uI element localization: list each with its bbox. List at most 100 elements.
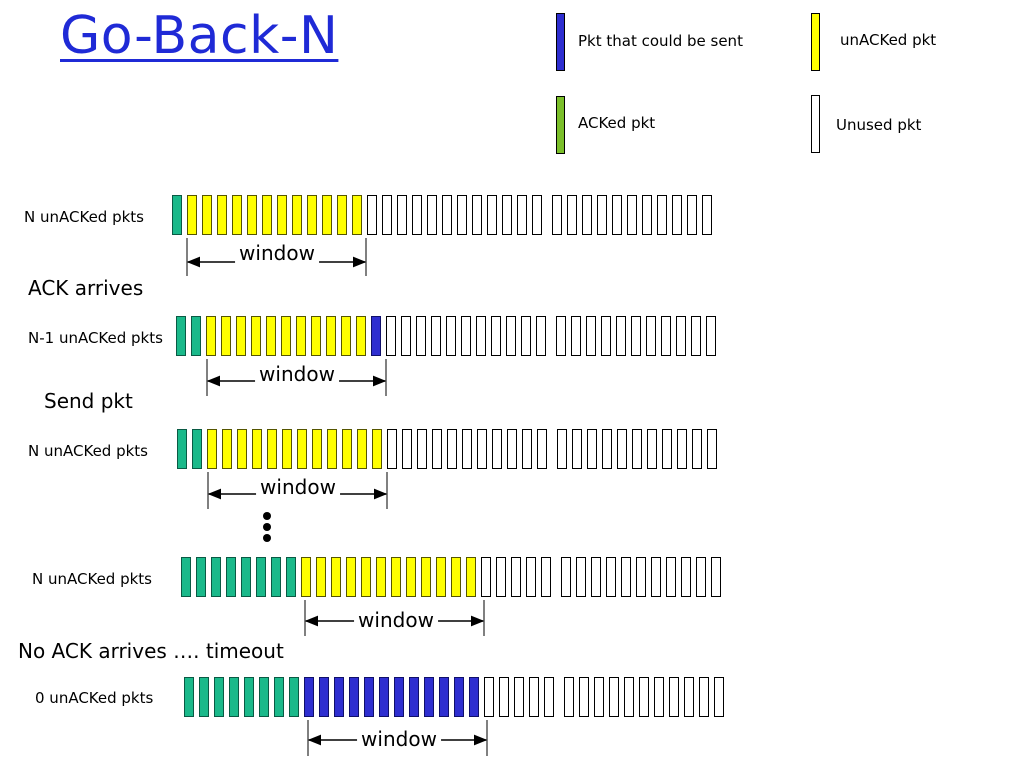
unused-packet (481, 557, 491, 597)
unused-packet (594, 677, 604, 717)
sendable-packet (319, 677, 329, 717)
row-label-5: 0 unACKed pkts (35, 689, 154, 707)
unused-packet (402, 429, 412, 469)
legend-label-unused: Unused pkt (836, 116, 922, 134)
unacked-packet (301, 557, 311, 597)
acked-packet (226, 557, 236, 597)
unacked-packet (282, 429, 292, 469)
unused-packet (597, 195, 607, 235)
unused-packet (432, 429, 442, 469)
unused-packet (666, 557, 676, 597)
unused-packet (532, 195, 542, 235)
caption-timeout: No ACK arrives …. timeout (18, 639, 284, 663)
unused-packet (699, 677, 709, 717)
acked-packet (259, 677, 269, 717)
unacked-packet (262, 195, 272, 235)
window-label-1: window (235, 241, 319, 265)
legend-swatch-sendable (556, 13, 565, 71)
row-label-3: N unACKed pkts (28, 442, 148, 460)
unused-packet (507, 429, 517, 469)
unacked-packet (357, 429, 367, 469)
unused-packet (661, 316, 671, 356)
unused-packet (417, 429, 427, 469)
unused-packet (669, 677, 679, 717)
caption-ack-arrives: ACK arrives (28, 276, 144, 300)
unused-packet (627, 195, 637, 235)
unused-packet (684, 677, 694, 717)
unused-packet (624, 677, 634, 717)
ellipsis-icon (263, 512, 271, 545)
acked-packet (191, 316, 201, 356)
unacked-packet (361, 557, 371, 597)
unused-packet (427, 195, 437, 235)
unacked-packet (391, 557, 401, 597)
acked-packet (214, 677, 224, 717)
acked-packet (172, 195, 182, 235)
unacked-packet (236, 316, 246, 356)
unused-packet (646, 316, 656, 356)
unacked-packet (202, 195, 212, 235)
unused-packet (606, 557, 616, 597)
sendable-packet (394, 677, 404, 717)
unacked-packet (281, 316, 291, 356)
unacked-packet (252, 429, 262, 469)
unused-packet (557, 429, 567, 469)
unused-packet (602, 429, 612, 469)
unused-packet (654, 677, 664, 717)
unacked-packet (292, 195, 302, 235)
unused-packet (506, 316, 516, 356)
unused-packet (621, 557, 631, 597)
window-label-4: window (354, 608, 438, 632)
unused-packet (517, 195, 527, 235)
legend-swatch-unacked (811, 13, 820, 71)
acked-packet (181, 557, 191, 597)
unused-packet (707, 429, 717, 469)
unacked-packet (346, 557, 356, 597)
acked-packet (274, 677, 284, 717)
unacked-packet (322, 195, 332, 235)
unacked-packet (436, 557, 446, 597)
acked-packet (286, 557, 296, 597)
unused-packet (442, 195, 452, 235)
acked-packet (177, 429, 187, 469)
window-label-3: window (256, 475, 340, 499)
unacked-packet (311, 316, 321, 356)
unacked-packet (297, 429, 307, 469)
unused-packet (609, 677, 619, 717)
unused-packet (386, 316, 396, 356)
unused-packet (461, 316, 471, 356)
unused-packet (601, 316, 611, 356)
legend-label-sendable: Pkt that could be sent (578, 32, 743, 50)
unused-packet (496, 557, 506, 597)
unused-packet (657, 195, 667, 235)
unused-packet (529, 677, 539, 717)
sendable-packet (304, 677, 314, 717)
unacked-packet (251, 316, 261, 356)
unused-packet (642, 195, 652, 235)
unused-packet (696, 557, 706, 597)
unused-packet (567, 195, 577, 235)
unused-packet (662, 429, 672, 469)
unused-packet (564, 677, 574, 717)
unacked-packet (466, 557, 476, 597)
unacked-packet (207, 429, 217, 469)
unused-packet (702, 195, 712, 235)
legend-label-unacked: unACKed pkt (840, 31, 937, 49)
unacked-packet (326, 316, 336, 356)
legend-swatch-acked (556, 96, 565, 154)
unacked-packet (296, 316, 306, 356)
unused-packet (401, 316, 411, 356)
unused-packet (491, 316, 501, 356)
unused-packet (582, 195, 592, 235)
unused-packet (487, 195, 497, 235)
unused-packet (632, 429, 642, 469)
row-label-4: N unACKed pkts (32, 570, 152, 588)
unacked-packet (316, 557, 326, 597)
unacked-packet (312, 429, 322, 469)
unused-packet (691, 316, 701, 356)
unused-packet (514, 677, 524, 717)
unacked-packet (337, 195, 347, 235)
legend-swatch-unused (811, 95, 820, 153)
unacked-packet (356, 316, 366, 356)
